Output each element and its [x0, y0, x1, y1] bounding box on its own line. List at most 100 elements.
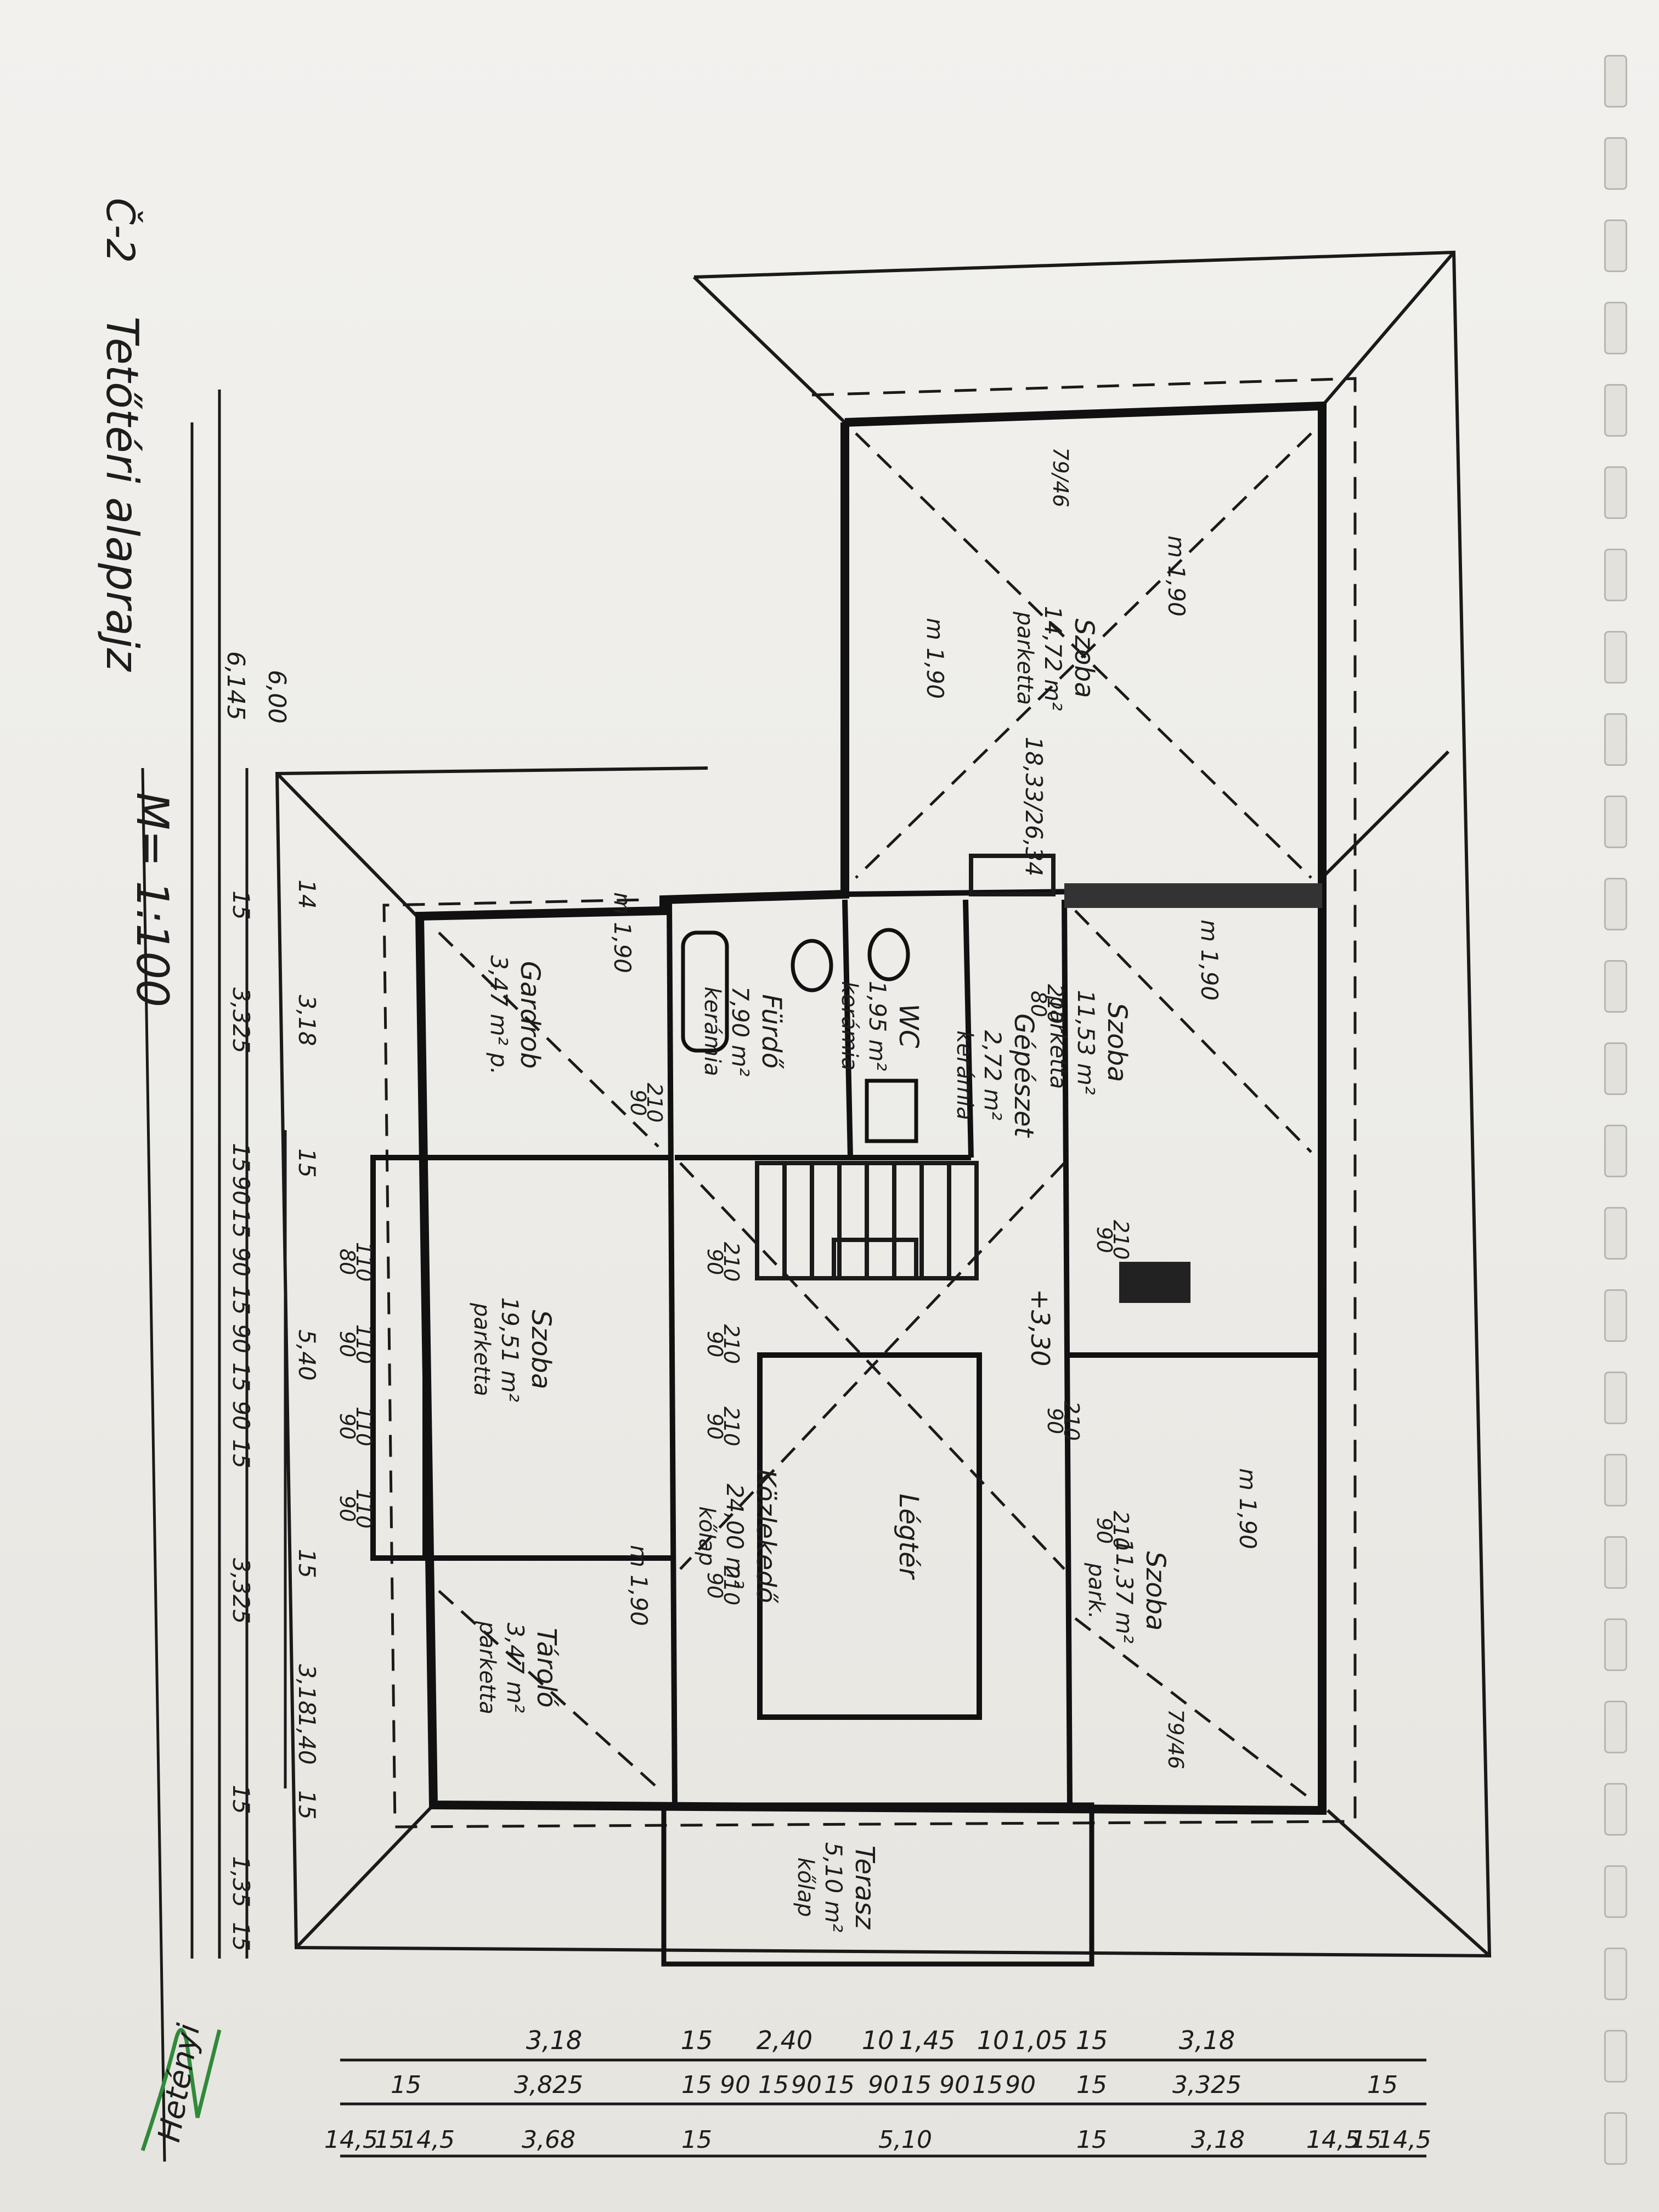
dim-left-row3-item: 14: [294, 879, 320, 909]
binder-hole: [1604, 1865, 1627, 1918]
door-dimension: 90: [703, 1249, 727, 1275]
chimney-block: [1119, 1262, 1190, 1303]
binder-hole: [1604, 1783, 1627, 1836]
door-dimension: 90: [626, 1090, 650, 1116]
room-floor-terasz: kőlap: [793, 1858, 818, 1917]
dim-bottom-row2-item: 15: [901, 2071, 932, 2099]
room-height-szoba_top: m 1,90: [1163, 535, 1190, 617]
dim-bottom-row3-item: 14,5: [324, 2126, 378, 2154]
dim-bottom-row2-item: 15: [681, 2071, 712, 2099]
binder-hole: [1604, 549, 1627, 601]
door-dimension: 110: [352, 1407, 376, 1447]
binder-hole: [1604, 219, 1627, 272]
room-name-kozlekedo: Közlekedő: [751, 1469, 781, 1604]
room-height-tarolo: m 1,90: [625, 1545, 652, 1626]
door-dimension: 80: [335, 1249, 359, 1275]
door-dimension: 90: [703, 1413, 727, 1440]
page-code: Č-2: [98, 198, 143, 263]
void-outline: [757, 1352, 982, 1720]
binder-hole: [1604, 384, 1627, 437]
binder-hole: [1604, 466, 1627, 519]
binder-hole: [1604, 1125, 1627, 1177]
room-name-wc: WC: [893, 1004, 924, 1048]
room-floor-kozlekedo: kőlap: [694, 1506, 719, 1566]
stair-level: +3,30: [1025, 1289, 1055, 1367]
binder-hole: [1604, 795, 1627, 848]
binder-hole: [1604, 713, 1627, 766]
door-dimension: 210: [1043, 984, 1067, 1024]
door-dimension: 210: [1059, 1401, 1084, 1441]
dim-bottom-row3-item: 3,18: [1191, 2126, 1245, 2154]
dim-bottom-row1-item: 15: [681, 2025, 713, 2055]
dim-left-row2-item: 15: [228, 1439, 255, 1468]
dim-bottom-row1-item: 2,40: [757, 2025, 812, 2055]
room-name-szoba_left: Szoba: [526, 1310, 556, 1390]
dim-bottom-row3-item: 15: [374, 2126, 405, 2154]
binder-hole: [1604, 1948, 1627, 2000]
void-cross: [679, 1162, 1065, 1570]
roof-outline: [275, 250, 1492, 1958]
dim-bottom-row1-item: 10: [862, 2025, 894, 2055]
room-floor-szoba_top: parketta: [1012, 611, 1037, 705]
dim-bottom-row1-item: 15: [1076, 2025, 1108, 2055]
room-height-szoba_right: m 1,90: [1196, 919, 1223, 1001]
dim-left-row2-item: 15: [228, 890, 255, 919]
binder-hole: [1604, 1701, 1627, 1753]
door-dimension: 90: [703, 1572, 727, 1599]
room-area-szoba_top: 14,72 m²: [1040, 606, 1066, 711]
binder-hole: [1604, 1289, 1627, 1342]
door-dimension: 210: [719, 1242, 743, 1282]
dim-bottom-row2-item: 90: [939, 2071, 970, 2099]
dim-left-row2-item: 90: [228, 1324, 255, 1353]
exterior-walls: [415, 401, 1327, 1815]
dim-bottom-row2-item: 15: [972, 2071, 1003, 2099]
room-area-szoba_bottom: 11,37 m²: [1111, 1538, 1138, 1644]
binder-hole: [1604, 137, 1627, 190]
dim-bottom-row2-item: 15: [1367, 2071, 1398, 2099]
sheet-scale: M= 1:100: [127, 792, 178, 1007]
dim-left-row3-item: 1,40: [294, 1713, 320, 1765]
dim-left-row3-item: 3,18: [294, 995, 320, 1046]
stair-ratio: 18,33/26,34: [1020, 737, 1047, 877]
dim-left-row3-item: 3,18: [294, 1664, 320, 1716]
dim-bottom-row3-item: 3,68: [522, 2126, 575, 2154]
dim-left-row2-item: 15: [228, 1922, 255, 1951]
dim-bottom-row2-item: 90: [868, 2071, 899, 2099]
binder-hole: [1604, 302, 1627, 354]
room-area-gardrob: 3,47 m² p.: [486, 955, 512, 1075]
door-dimension: 110: [352, 1242, 376, 1282]
door-dimension: 90: [1092, 1227, 1116, 1253]
dim-left-row2-item: 15: [228, 1362, 255, 1391]
binder-hole: [1604, 1372, 1627, 1424]
binder-hole: [1604, 631, 1627, 684]
binder-holes: [1593, 0, 1637, 2212]
signature-scribble: [140, 2028, 222, 2152]
room-area-kozlekedo: 24,00 m²: [721, 1483, 748, 1589]
dim-bottom-row1-item: 1,45: [899, 2025, 955, 2055]
binder-hole: [1604, 2112, 1627, 2165]
room-floor-furdo: kerámia: [699, 986, 725, 1076]
room-area-tarolo: 3,47 m²: [502, 1623, 529, 1713]
title-underline: [141, 768, 166, 2162]
dim-bottom-row3-item: 5,10: [878, 2126, 932, 2154]
door-dimension: 110: [352, 1489, 376, 1529]
dim-bottom-row2-item: 3,825: [514, 2071, 583, 2099]
door-dimension: 210: [719, 1407, 743, 1447]
room-floor-szoba_right: parketta: [1045, 995, 1070, 1089]
dim-left-row2-item: 90: [228, 1176, 255, 1205]
dim-left-row1: 6,145: [222, 651, 250, 720]
room-name-terasz: Terasz: [849, 1846, 880, 1930]
room-area-wc: 1,95 m²: [864, 981, 891, 1071]
room-height-szoba_bottom: m 1,90: [1234, 1468, 1261, 1549]
dim-left-row2-item: 90: [228, 1401, 255, 1430]
signature-text: Hetényi: [151, 2021, 207, 2145]
room-area-szoba_left: 19,51 m²: [496, 1297, 523, 1402]
room-name-tarolo: Tároló: [531, 1628, 562, 1708]
binder-hole: [1604, 878, 1627, 930]
dim-left-row2-item: 15: [228, 1143, 255, 1172]
room-area-szoba_right: 11,53 m²: [1073, 990, 1099, 1095]
dim-bottom-row2-item: 15: [758, 2071, 789, 2099]
dimension-lines-left: [190, 390, 287, 1959]
room-floor-szoba_bottom: park.: [1084, 1562, 1109, 1619]
